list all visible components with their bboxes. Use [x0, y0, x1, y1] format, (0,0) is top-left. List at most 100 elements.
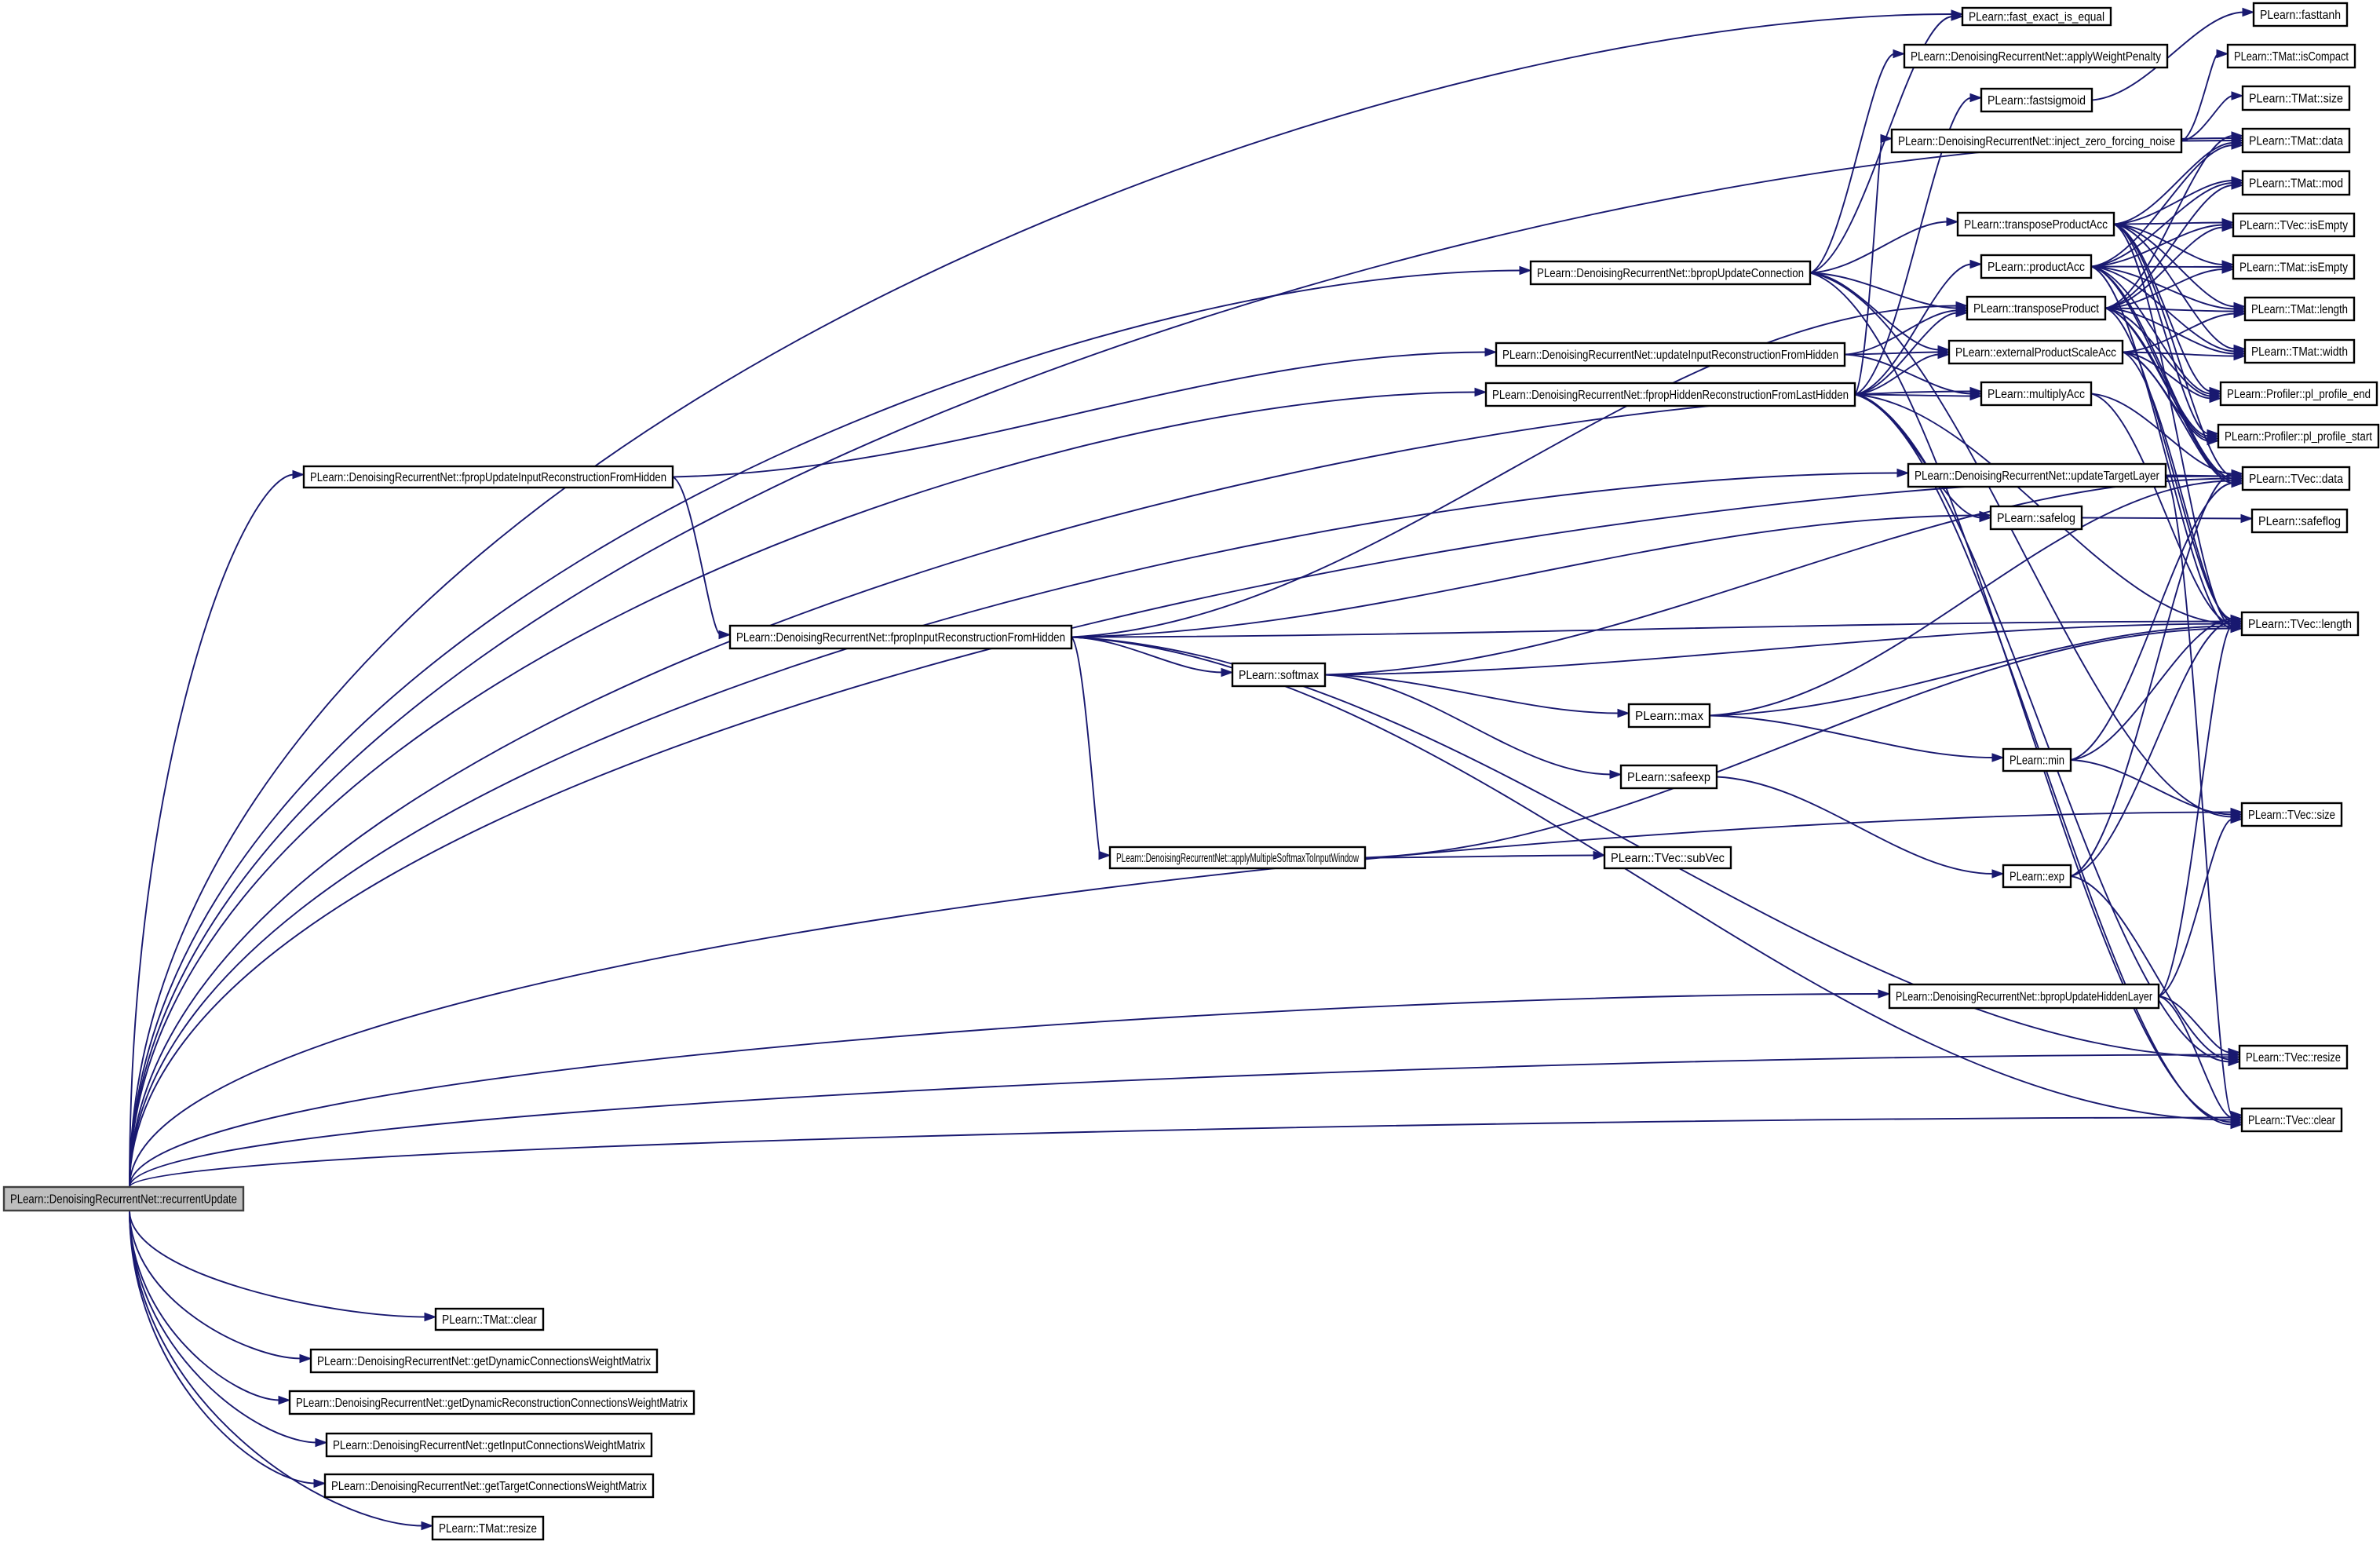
node-apply-multi-softmax[interactable]: PLearn::DenoisingRecurrentNet::applyMult… [1108, 846, 1367, 870]
edge-recurrent-update-to-bprop-upd-conn [129, 269, 1522, 1188]
node-tmat-mod[interactable]: PLearn::TMat::mod [2241, 170, 2351, 196]
node-tmat-is-compact[interactable]: PLearn::TMat::isCompact [2226, 43, 2356, 69]
edge-trans-prod-to-tmat-is-empty [2104, 268, 2225, 309]
node-tmat-is-empty[interactable]: PLearn::TMat::isEmpty [2232, 254, 2356, 280]
node-bprop-upd-hid[interactable]: PLearn::DenoisingRecurrentNet::bpropUpda… [1888, 983, 2160, 1010]
node-safeexp[interactable]: PLearn::safeexp [1619, 764, 1718, 790]
arrowhead-icon [1979, 513, 1992, 523]
edge-trans-prod-acc-to-prof-start [2113, 223, 2210, 435]
node-label: PLearn::Profiler::pl_profile_end [2227, 388, 2371, 401]
node-get-input-conn[interactable]: PLearn::DenoisingRecurrentNet::getInputC… [325, 1432, 653, 1458]
node-ext-prod-scale-acc[interactable]: PLearn::externalProductScaleAcc [1947, 339, 2124, 365]
node-tvec-is-empty[interactable]: PLearn::TVec::isEmpty [2232, 212, 2356, 238]
arrowhead-icon [1991, 869, 2005, 878]
node-tvec-length[interactable]: PLearn::TVec::length [2240, 611, 2360, 637]
node-get-target-conn[interactable]: PLearn::DenoisingRecurrentNet::getTarget… [323, 1473, 655, 1499]
node-product-acc[interactable]: PLearn::productAcc [1980, 254, 2093, 279]
edge-fprop-hid-rec-to-trans-prod [1854, 312, 1958, 396]
edge-apply-multi-softmax-to-tvec-length [1364, 627, 2233, 859]
node-prof-end[interactable]: PLearn::Profiler::pl_profile_end [2219, 381, 2378, 407]
node-label: PLearn::TMat::width [2251, 345, 2348, 359]
node-tmat-size[interactable]: PLearn::TMat::size [2241, 85, 2351, 111]
node-label: PLearn::TMat::resize [439, 1522, 537, 1536]
node-label: PLearn::TMat::isCompact [2234, 50, 2349, 64]
arrowhead-icon [1474, 387, 1488, 397]
node-box [302, 465, 674, 489]
node-box [1980, 87, 2093, 113]
node-bprop-upd-conn[interactable]: PLearn::DenoisingRecurrentNet::bpropUpda… [1529, 260, 1812, 286]
arrowhead-icon [2228, 1047, 2241, 1057]
node-label: PLearn::transposeProduct [1973, 302, 2100, 316]
node-box [1108, 846, 1367, 870]
node-prof-start[interactable]: PLearn::Profiler::pl_profile_start [2217, 423, 2380, 449]
node-box [325, 1432, 653, 1458]
node-tmat-clear[interactable]: PLearn::TMat::clear [434, 1307, 545, 1331]
node-box [2240, 611, 2360, 637]
node-upd-in-rec[interactable]: PLearn::DenoisingRecurrentNet::updateInp… [1495, 342, 1846, 367]
edge-product-acc-to-tvec-is-empty [2090, 224, 2225, 268]
arrowhead-icon [1937, 349, 1951, 360]
arrowhead-icon [1896, 468, 1910, 478]
edge-recurrent-update-to-tvec-clear [129, 1116, 2233, 1188]
node-box [1961, 6, 2112, 27]
node-label: PLearn::exp [2009, 871, 2064, 884]
arrowhead-icon [2230, 814, 2243, 824]
edge-fastsigmoid-to-fasttanh [2091, 11, 2245, 101]
node-inject-noise[interactable]: PLearn::DenoisingRecurrentNet::inject_ze… [1890, 128, 2183, 154]
node-fast-exact[interactable]: PLearn::fast_exact_is_equal [1961, 6, 2112, 27]
node-get-dyn-conn[interactable]: PLearn::DenoisingRecurrentNet::getDynami… [309, 1348, 659, 1374]
node-box [1484, 382, 1856, 407]
node-fastsigmoid[interactable]: PLearn::fastsigmoid [1980, 87, 2093, 113]
node-tvec-size[interactable]: PLearn::TVec::size [2240, 802, 2343, 827]
node-box [2241, 170, 2351, 196]
node-softmax[interactable]: PLearn::softmax [1231, 662, 1327, 688]
node-sub-vec[interactable]: PLearn::TVec::subVec [1603, 846, 1732, 870]
node-label: PLearn::TMat::length [2251, 303, 2348, 316]
node-label: PLearn::safelog [1997, 512, 2075, 525]
node-get-dyn-rec-conn[interactable]: PLearn::DenoisingRecurrentNet::getDynami… [288, 1390, 695, 1415]
node-box [323, 1473, 655, 1499]
node-box [1888, 983, 2160, 1010]
node-label: PLearn::DenoisingRecurrentNet::recurrent… [10, 1193, 237, 1207]
node-fprop-in-rec[interactable]: PLearn::DenoisingRecurrentNet::fpropInpu… [728, 624, 1073, 650]
node-tvec-clear[interactable]: PLearn::TVec::clear [2240, 1107, 2343, 1133]
edge-multiply-acc-to-tvec-length [2090, 393, 2233, 625]
edge-trans-prod-to-tmat-length [2104, 307, 2236, 312]
node-upd-target-layer[interactable]: PLearn::DenoisingRecurrentNet::updateTar… [1907, 462, 2167, 488]
node-box [431, 1515, 545, 1541]
node-min[interactable]: PLearn::min [2002, 747, 2072, 772]
node-tvec-resize[interactable]: PLearn::TVec::resize [2238, 1044, 2349, 1070]
node-recurrent-update[interactable]: PLearn::DenoisingRecurrentNet::recurrent… [2, 1185, 245, 1212]
arrowhead-icon [1951, 12, 1964, 21]
node-multiply-acc[interactable]: PLearn::multiplyAcc [1980, 381, 2093, 407]
node-tvec-data[interactable]: PLearn::TVec::data [2241, 466, 2351, 491]
node-safelog[interactable]: PLearn::safelog [1989, 505, 2083, 531]
edge-trans-prod-acc-to-tmat-mod [2113, 180, 2234, 225]
node-apply-wp[interactable]: PLearn::DenoisingRecurrentNet::applyWeig… [1903, 43, 2169, 69]
node-fasttanh[interactable]: PLearn::fasttanh [2252, 2, 2349, 27]
node-max[interactable]: PLearn::max [1627, 703, 1711, 729]
node-box [1890, 128, 2183, 154]
node-trans-prod-acc[interactable]: PLearn::transposeProductAcc [1956, 211, 2115, 237]
node-trans-prod[interactable]: PLearn::transposeProduct [1966, 295, 2107, 321]
edge-ext-prod-scale-acc-to-tvec-length [2122, 351, 2233, 623]
node-box [2240, 802, 2343, 827]
node-fprop-hid-rec[interactable]: PLearn::DenoisingRecurrentNet::fpropHidd… [1484, 382, 1856, 407]
node-tmat-resize[interactable]: PLearn::TMat::resize [431, 1515, 545, 1541]
node-label: PLearn::DenoisingRecurrentNet::updateInp… [1502, 349, 1838, 362]
node-box [1903, 43, 2169, 69]
edge-fprop-in-rec-to-tvec-length [1071, 620, 2233, 638]
arrowhead-icon [2228, 1057, 2241, 1067]
node-box [2217, 423, 2380, 449]
node-label: PLearn::DenoisingRecurrentNet::fpropUpda… [310, 471, 666, 484]
node-label: PLearn::productAcc [1988, 261, 2085, 274]
node-exp[interactable]: PLearn::exp [2002, 864, 2072, 889]
node-tmat-length[interactable]: PLearn::TMat::length [2243, 296, 2356, 322]
node-tmat-width[interactable]: PLearn::TMat::width [2243, 338, 2356, 364]
arrowhead-icon [2231, 181, 2244, 190]
node-safeflog[interactable]: PLearn::safeflog [2250, 508, 2349, 534]
edge-upd-in-rec-to-ext-prod-scale-acc [1844, 351, 1940, 356]
node-fprop-upd-in-rec[interactable]: PLearn::DenoisingRecurrentNet::fpropUpda… [302, 465, 674, 489]
arrowhead-icon [2242, 7, 2255, 17]
node-tmat-data[interactable]: PLearn::TMat::data [2241, 127, 2351, 154]
